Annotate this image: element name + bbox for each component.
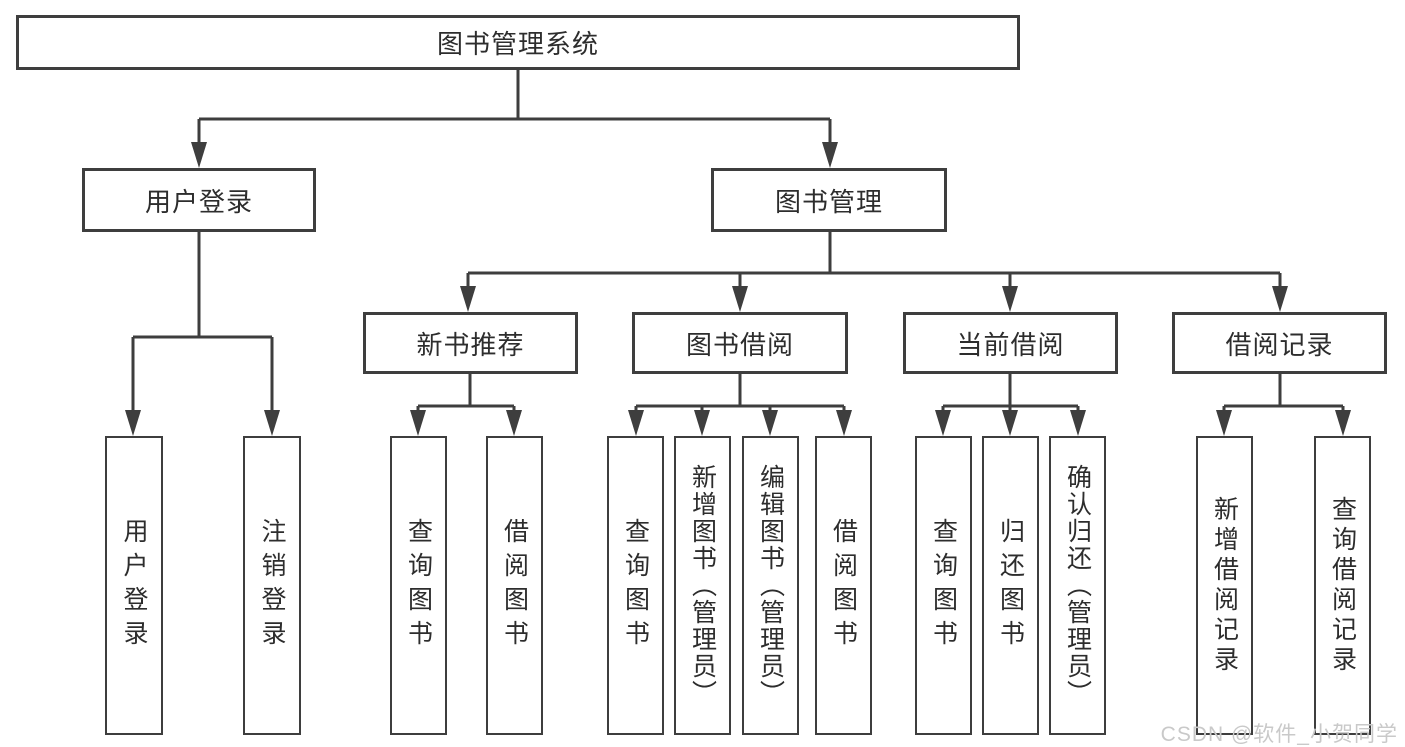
node-label: 归还图书 (996, 517, 1025, 654)
leaf-confirm-return-admin: 确认归还（管理员） (1049, 436, 1106, 735)
node-label: 查询图书 (404, 517, 433, 654)
node-library-management-system: 图书管理系统 (16, 15, 1020, 70)
leaf-current-query-books: 查询图书 (915, 436, 972, 735)
node-label: 新增借阅记录 (1210, 495, 1239, 676)
node-label: 图书管理系统 (436, 29, 599, 59)
node-label: 编辑图书（管理员） (756, 464, 785, 707)
leaf-query-borrow-record: 查询借阅记录 (1314, 436, 1371, 735)
node-label: 图书借阅 (685, 329, 794, 360)
node-book-management: 图书管理 (711, 168, 947, 232)
leaf-return-books: 归还图书 (982, 436, 1039, 735)
leaf-add-borrow-record: 新增借阅记录 (1196, 436, 1253, 735)
node-label: 新增图书（管理员） (688, 464, 717, 707)
leaf-user-login: 用户登录 (105, 436, 163, 735)
node-label: 注销登录 (258, 517, 286, 654)
leaf-logout: 注销登录 (243, 436, 301, 735)
leaf-recommend-borrow-books: 借阅图书 (486, 436, 543, 735)
node-user-login: 用户登录 (82, 168, 316, 232)
csdn-watermark: CSDN @软件_小贺同学 (1160, 723, 1398, 746)
leaf-edit-books-admin: 编辑图书（管理员） (742, 436, 799, 735)
node-label: 用户登录 (120, 517, 148, 654)
node-label: 图书管理 (774, 186, 883, 217)
node-label: 新书推荐 (416, 329, 525, 360)
node-borrow-records: 借阅记录 (1172, 312, 1387, 374)
node-label: 借阅图书 (500, 517, 529, 654)
leaf-add-books-admin: 新增图书（管理员） (674, 436, 731, 735)
node-label: 借阅记录 (1225, 329, 1334, 360)
leaf-recommend-query-books: 查询图书 (390, 436, 447, 735)
node-label: 查询图书 (929, 517, 958, 654)
node-label: 确认归还（管理员） (1063, 464, 1092, 707)
node-label: 当前借阅 (956, 329, 1065, 360)
node-label: 借阅图书 (829, 517, 858, 654)
node-label: 查询借阅记录 (1328, 495, 1357, 676)
node-current-borrowing: 当前借阅 (903, 312, 1118, 374)
node-label: 用户登录 (144, 186, 253, 217)
node-label: 查询图书 (621, 517, 650, 654)
leaf-borrowing-query-books: 查询图书 (607, 436, 664, 735)
leaf-borrowing-borrow-books: 借阅图书 (815, 436, 872, 735)
node-book-borrowing: 图书借阅 (632, 312, 848, 374)
node-new-book-recommend: 新书推荐 (363, 312, 578, 374)
